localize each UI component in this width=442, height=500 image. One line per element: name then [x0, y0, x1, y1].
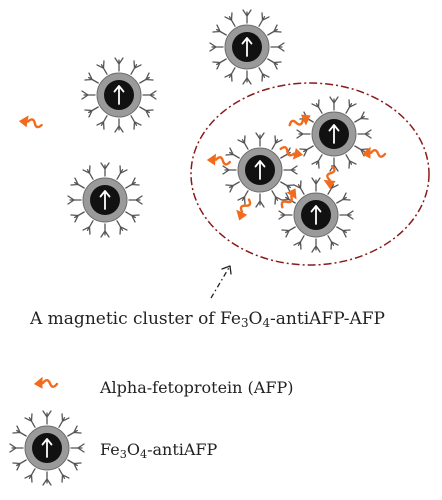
legend-nanoparticle-label: Fe3O4-antiAFP [100, 440, 218, 461]
afp-bound-2 [231, 195, 256, 224]
nanoparticle-cluster-3 [278, 177, 354, 253]
legend-afp-icon [32, 374, 59, 392]
legend-afp-label: Alpha-fetoprotein (AFP) [100, 378, 294, 397]
afp-bound-7 [360, 144, 387, 162]
afp-free [16, 112, 45, 133]
afp-bound-5 [286, 110, 315, 132]
nanoparticle-cluster-2 [296, 96, 372, 172]
cluster-outline [190, 82, 430, 266]
legend-nanoparticle-icon [9, 410, 85, 486]
afp-bound-3 [277, 142, 306, 164]
nanoparticle-cluster-1 [222, 132, 298, 208]
nanoparticle-free-2 [81, 57, 157, 133]
cluster-pointer-arrow [210, 265, 232, 299]
cluster-caption: A magnetic cluster of Fe3O4-antiAFP-AFP [30, 309, 385, 330]
nanoparticle-free-1 [209, 9, 285, 85]
nanoparticle-free-3 [67, 162, 143, 238]
